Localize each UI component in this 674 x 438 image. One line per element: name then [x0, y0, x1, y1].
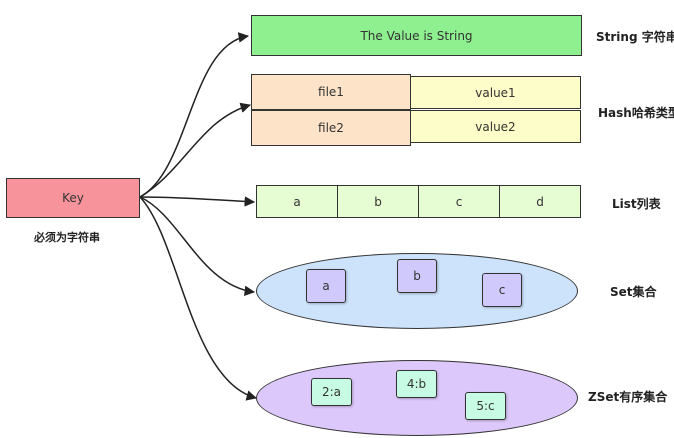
arrow-to-string	[139, 32, 250, 198]
string-type-label: String 字符串	[596, 30, 674, 44]
string-value-box: The Value is String	[251, 15, 582, 56]
list-item: b	[337, 186, 418, 217]
arrow-to-set	[139, 196, 256, 296]
hash-type-label: Hash哈希类型	[598, 106, 674, 120]
string-value: The Value is String	[360, 28, 473, 43]
arrow-to-zset	[139, 196, 258, 401]
key-box: Key	[6, 178, 140, 218]
list-item: c	[418, 186, 499, 217]
hash-field: file2	[251, 110, 411, 146]
set-item: a	[306, 269, 346, 303]
zset-item: 4:b	[396, 370, 437, 398]
list-box: a b c d	[256, 185, 581, 218]
hash-value: value2	[410, 110, 581, 143]
hash-field: file1	[251, 74, 411, 110]
list-type-label: List列表	[612, 197, 661, 211]
key-label: Key	[62, 191, 84, 205]
set-item: c	[482, 273, 522, 307]
hash-table: file1 value1 file2 value2	[251, 74, 582, 146]
zset-type-label: ZSet有序集合	[588, 390, 668, 404]
hash-row: file2 value2	[251, 110, 582, 146]
list-item: a	[293, 194, 301, 209]
arrow-to-hash	[139, 102, 252, 198]
zset-item: 5:c	[465, 392, 506, 420]
zset-item: 2:a	[311, 378, 352, 406]
list-item: d	[499, 186, 580, 217]
key-note: 必须为字符串	[34, 231, 100, 244]
arrow-to-list	[139, 196, 256, 207]
hash-value: value1	[410, 76, 581, 109]
set-item: b	[397, 259, 437, 293]
hash-row: file1 value1	[251, 74, 582, 110]
set-type-label: Set集合	[610, 285, 657, 299]
zset-ellipse	[256, 360, 578, 436]
